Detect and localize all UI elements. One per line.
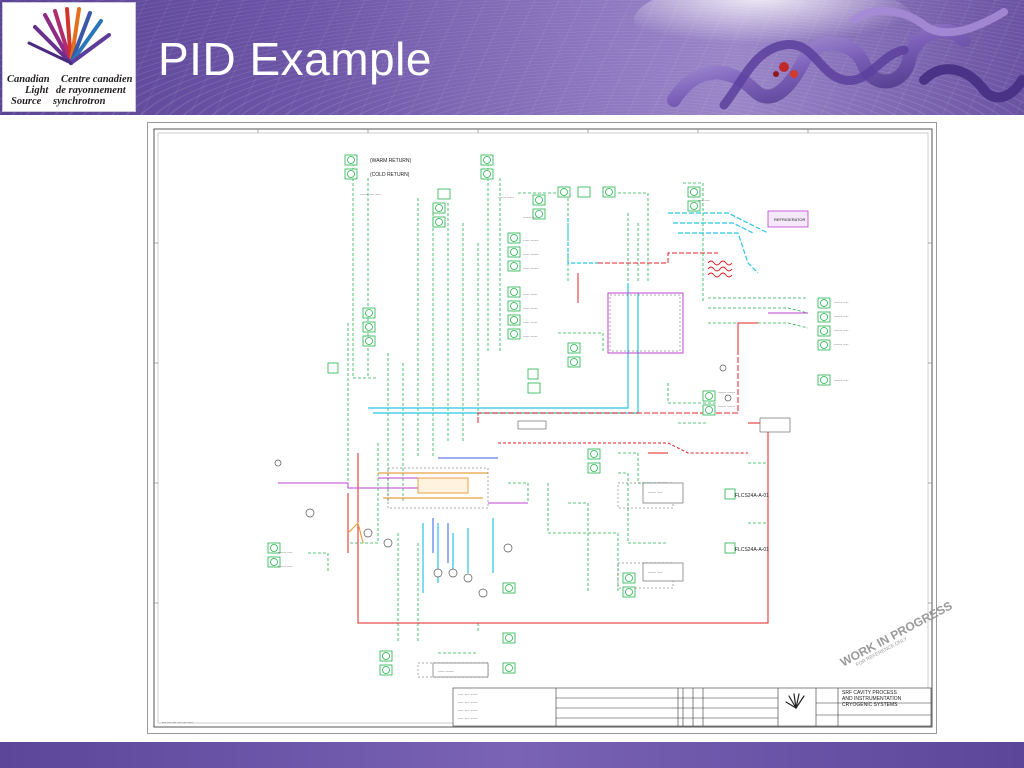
cold-box xyxy=(417,477,469,494)
protein-ribbon-graphic xyxy=(634,0,1024,110)
svg-text:---- ----: ---- ---- xyxy=(698,197,710,202)
title-block-line3: CRYOGENIC SYSTEMS xyxy=(842,702,898,708)
svg-text:----- ------: ----- ------ xyxy=(523,265,539,270)
svg-text:------ ----: ------ ---- xyxy=(834,377,849,382)
svg-text:------ ----: ------ ---- xyxy=(834,341,849,346)
zone-ticks xyxy=(154,129,932,604)
svg-text:REFRIGERATOR: REFRIGERATOR xyxy=(774,217,806,222)
label-cold-return: (COLD RETURN) xyxy=(370,172,410,178)
svg-text:----- ------: ----- ------ xyxy=(523,251,539,256)
svg-text:------ ------: ------ ------ xyxy=(718,403,736,408)
svg-text:----- -----: ----- ----- xyxy=(523,305,538,310)
cls-starburst-icon xyxy=(27,7,111,65)
svg-text:------ ----: ------ ---- xyxy=(278,549,293,554)
svg-text:------ ----: ------ ---- xyxy=(648,489,663,494)
process-lines xyxy=(278,292,808,504)
pressure-relief-box xyxy=(517,420,547,430)
svg-text:------ ------: ------ ------ xyxy=(718,389,736,394)
svg-text:---- ---- -----: ---- ---- ----- xyxy=(458,715,478,720)
svg-text:----- ------: ----- ------ xyxy=(438,668,454,673)
svg-text:------ ----: ------ ---- xyxy=(834,299,849,304)
slide-header: Canadian Centre canadien Light de rayonn… xyxy=(0,0,1024,115)
svg-text:----- -----: ----- ----- xyxy=(523,333,538,338)
label-warm-return: (WARM RETURN) xyxy=(370,158,412,164)
svg-text:---- ---- -----: ---- ---- ----- xyxy=(458,691,478,696)
label-flcs-upper: FLCS24A-A-01 xyxy=(735,493,769,499)
revision-notes: --- --- --- --- --- ---- ---- ---- -----… xyxy=(162,691,478,724)
title-block-line2: AND INSTRUMENTATION xyxy=(842,696,902,702)
logo-text-canadian: Canadian xyxy=(7,74,50,85)
svg-text:------ -----: ------ ----- xyxy=(498,194,514,199)
svg-text:------ ---- ----: ------ ---- ---- xyxy=(360,191,382,196)
svg-text:------ ----: ------ ---- xyxy=(523,214,538,219)
logo-text-centre-canadien: Centre canadien xyxy=(61,74,133,85)
svg-text:----- -----: ----- ----- xyxy=(523,319,538,324)
pid-drawing: REFRIGERATOR (WARM RETURN) (COLD RETURN)… xyxy=(147,122,955,734)
logo-text-de-rayonnement: de rayonnement xyxy=(56,85,126,96)
slide-title: PID Example xyxy=(158,33,432,85)
tag-text-clusters: ------ ---- ---- ------ ----- ------ ---… xyxy=(278,191,849,673)
logo-text-source: Source xyxy=(11,96,42,107)
return-lines xyxy=(347,252,769,624)
cold-lines xyxy=(432,457,498,563)
svg-text:------ ----: ------ ---- xyxy=(648,569,663,574)
heat-exchanger-coils xyxy=(707,260,733,278)
svg-text:----- ------: ----- ------ xyxy=(523,237,539,242)
title-block xyxy=(452,687,932,727)
svg-text:---- ---- -----: ---- ---- ----- xyxy=(458,707,478,712)
note-boxes xyxy=(432,417,791,678)
drawing-border xyxy=(153,128,933,728)
svg-text:------ ----: ------ ---- xyxy=(834,327,849,332)
warm-lines xyxy=(347,472,488,544)
label-flcs-lower: FLCS24A-A-01 xyxy=(735,547,769,553)
pid-diagram-canvas: REFRIGERATOR (WARM RETURN) (COLD RETURN)… xyxy=(153,128,933,728)
cryostat-box xyxy=(767,210,809,228)
logo-text-light: Light xyxy=(25,85,49,96)
svg-text:------ ----: ------ ---- xyxy=(834,313,849,318)
logo-text-synchrotron: synchrotron xyxy=(53,96,106,107)
title-block-line1: SRF CAVITY PROCESS xyxy=(842,690,897,696)
svg-text:------ ----: ------ ---- xyxy=(278,563,293,568)
svg-text:----- -----: ----- ----- xyxy=(523,291,538,296)
svg-text:---- ---- -----: ---- ---- ----- xyxy=(458,699,478,704)
svg-text:--- --- --- --- --- ----: --- --- --- --- --- ---- xyxy=(162,719,194,724)
title-block-logo xyxy=(785,693,805,709)
instrument-tags xyxy=(267,154,831,676)
slide-footer xyxy=(0,742,1024,768)
cls-logo: Canadian Centre canadien Light de rayonn… xyxy=(2,2,136,112)
